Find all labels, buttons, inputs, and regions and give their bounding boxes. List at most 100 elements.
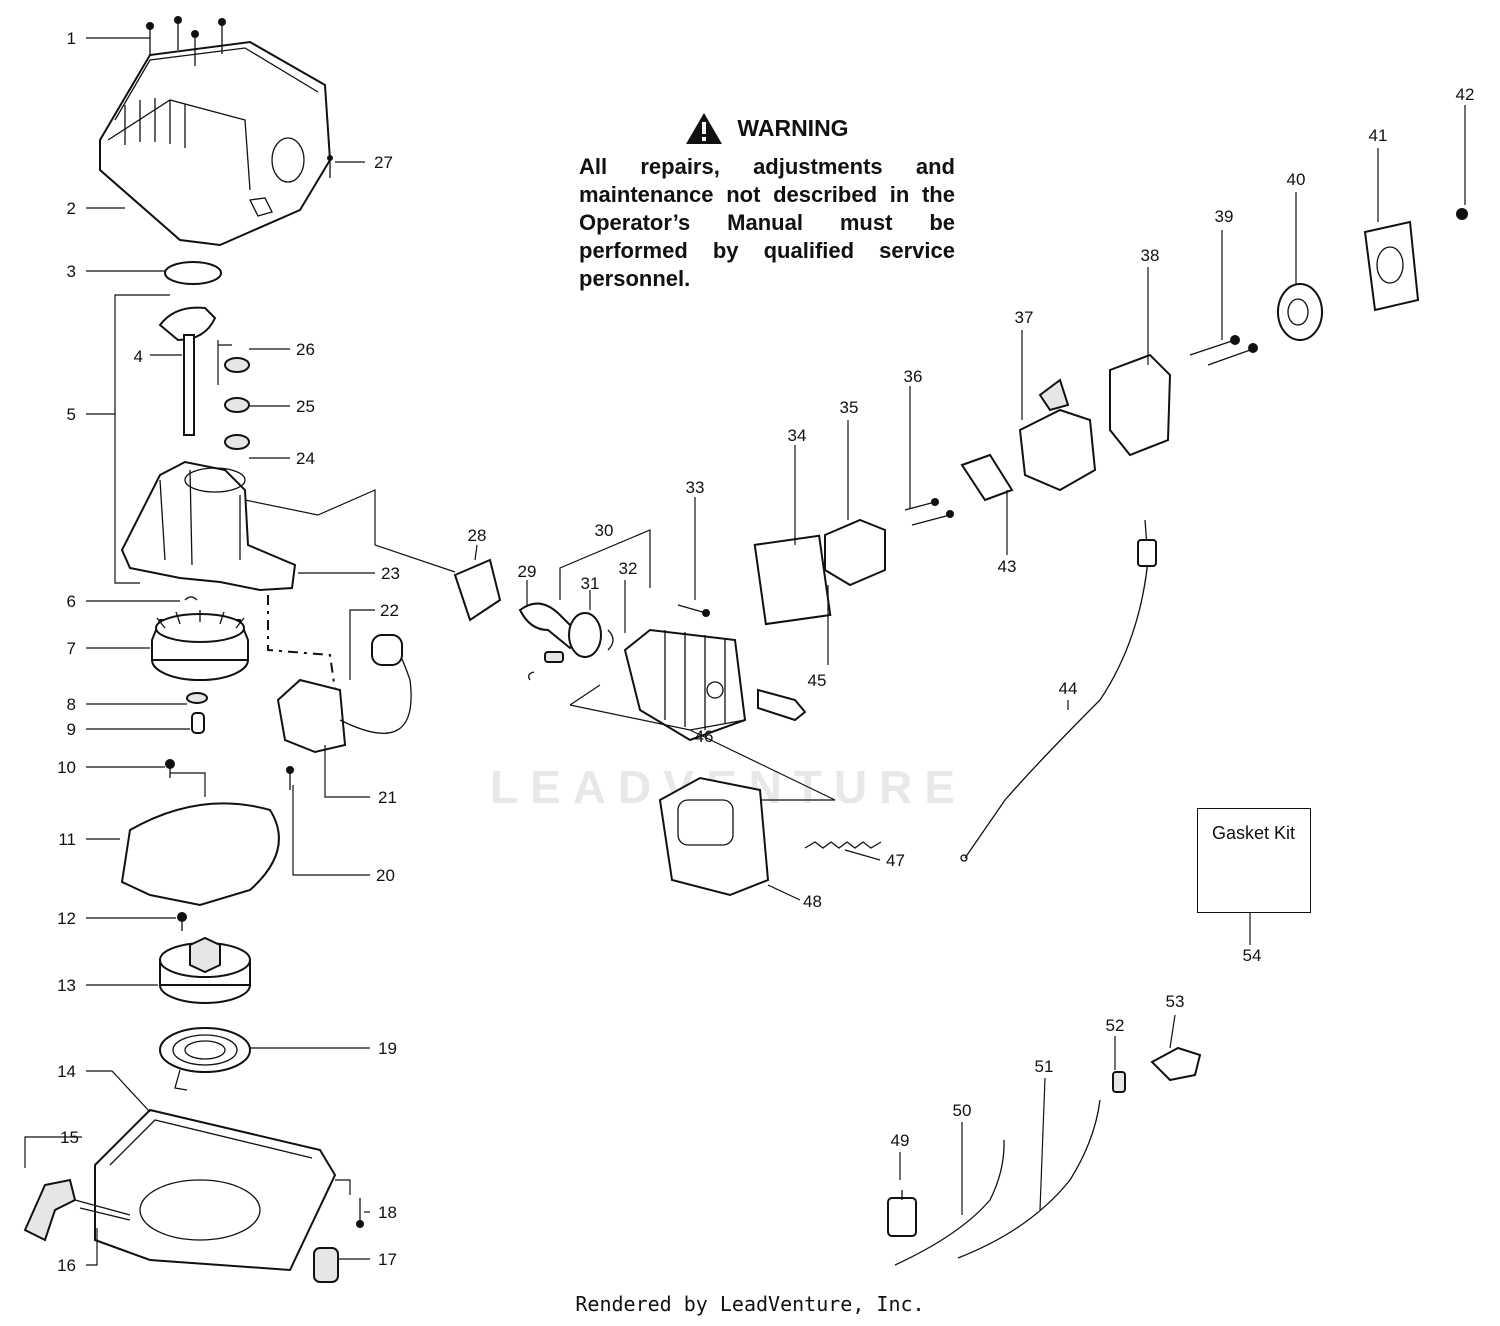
muffler (658, 776, 770, 897)
callout-27: 27 (374, 153, 393, 172)
grommet (313, 1247, 339, 1283)
fuel-line-50 (894, 1139, 1005, 1266)
callout-43: 43 (998, 557, 1017, 576)
rewind-spring (159, 1027, 251, 1091)
callout-50: 50 (953, 1101, 972, 1120)
starter-gasket (120, 802, 280, 907)
callout-48: 48 (803, 892, 822, 911)
callout-33: 33 (686, 478, 705, 497)
callout-7: 7 (67, 639, 76, 658)
callout-49: 49 (891, 1131, 910, 1150)
ignition-module (276, 634, 412, 790)
crankcase (120, 460, 297, 592)
intake-gasket (753, 534, 832, 626)
callout-42: 42 (1456, 85, 1475, 104)
flywheel (151, 610, 249, 681)
assembly-centerline (267, 595, 336, 691)
cylinder-shield (99, 40, 332, 247)
fuel-filter (887, 1190, 917, 1237)
washer (186, 692, 208, 704)
spark-plug (757, 688, 807, 722)
starter-handle (23, 1178, 131, 1242)
callout-24: 24 (296, 449, 315, 468)
footer-credit: Rendered by LeadVenture, Inc. (575, 1292, 925, 1316)
callout-31: 31 (581, 574, 600, 593)
leader-lines (24, 37, 1466, 1266)
warning-text: All repairs, adjustments and maintenance… (579, 154, 955, 291)
warning-title: WARNING (737, 115, 849, 141)
fuel-fitting (1112, 1071, 1126, 1093)
callout-51: 51 (1035, 1057, 1054, 1076)
callout-3: 3 (67, 262, 76, 281)
callout-14: 14 (57, 1062, 76, 1081)
piston-connecting-rod (518, 602, 614, 681)
callout-28: 28 (468, 526, 487, 545)
air-filter-base (1109, 353, 1172, 457)
callout-45: 45 (808, 671, 827, 690)
callout-13: 13 (57, 976, 76, 995)
crankshaft (158, 306, 217, 436)
callout-37: 37 (1015, 308, 1034, 327)
screw-18 (356, 1198, 364, 1228)
callout-23: 23 (381, 564, 400, 583)
callout-40: 40 (1287, 170, 1306, 189)
air-filter-element (1277, 283, 1323, 341)
callout-9: 9 (67, 720, 76, 739)
starter-rope (79, 1207, 131, 1221)
callout-21: 21 (378, 788, 397, 807)
callout-8: 8 (67, 695, 76, 714)
callout-5: 5 (67, 405, 76, 424)
callout-12: 12 (57, 909, 76, 928)
shield-screws (146, 16, 333, 178)
starter-pulley (159, 936, 251, 1004)
bearings (224, 357, 250, 450)
callout-6: 6 (67, 592, 76, 611)
warning-heading: WARNING (579, 112, 955, 145)
air-filter-screws (1189, 335, 1258, 366)
callout-35: 35 (840, 398, 859, 417)
callout-numbers: 1 2 3 4 5 6 7 8 9 10 11 12 13 14 15 16 1… (57, 29, 1474, 1275)
callout-15: 15 (60, 1128, 79, 1147)
air-filter-cover (1363, 220, 1420, 312)
throttle-cable (960, 519, 1157, 862)
callout-32: 32 (619, 559, 638, 578)
callout-22: 22 (380, 601, 399, 620)
screw-12 (177, 912, 187, 931)
carburetor (1018, 378, 1097, 492)
cylinder-gasket (453, 558, 502, 622)
callout-2: 2 (67, 199, 76, 218)
muffler-spring (804, 841, 882, 849)
cylinder-screw (677, 604, 710, 617)
callout-46: 46 (695, 727, 714, 746)
callout-18: 18 (378, 1203, 397, 1222)
line-clip (1150, 1046, 1202, 1082)
callout-19: 19 (378, 1039, 397, 1058)
callout-1: 1 (67, 29, 76, 48)
callout-11: 11 (58, 830, 76, 849)
callout-41: 41 (1369, 126, 1388, 145)
cover-knob (1456, 208, 1468, 220)
callout-44: 44 (1059, 679, 1078, 698)
flywheel-key (184, 596, 198, 601)
screw-10 (165, 759, 175, 778)
callout-39: 39 (1215, 207, 1234, 226)
warning-notice: WARNING All repairs, adjustments and mai… (579, 112, 955, 293)
starter-housing (94, 1108, 337, 1272)
callout-20: 20 (376, 866, 395, 885)
callout-16: 16 (57, 1256, 76, 1275)
callout-47: 47 (886, 851, 905, 870)
warning-triangle-icon (686, 113, 723, 144)
callout-52: 52 (1106, 1016, 1125, 1035)
callout-4: 4 (134, 347, 143, 366)
callout-36: 36 (904, 367, 923, 386)
callout-34: 34 (788, 426, 807, 445)
callout-54: 54 (1243, 946, 1262, 965)
callout-10: 10 (57, 758, 76, 777)
carburetor-gasket (960, 453, 1014, 502)
callout-53: 53 (1166, 992, 1185, 1011)
intake-spacer (824, 518, 886, 587)
gasket-kit-box: Gasket Kit (1197, 808, 1311, 913)
callout-25: 25 (296, 397, 315, 416)
callout-29: 29 (518, 562, 537, 581)
